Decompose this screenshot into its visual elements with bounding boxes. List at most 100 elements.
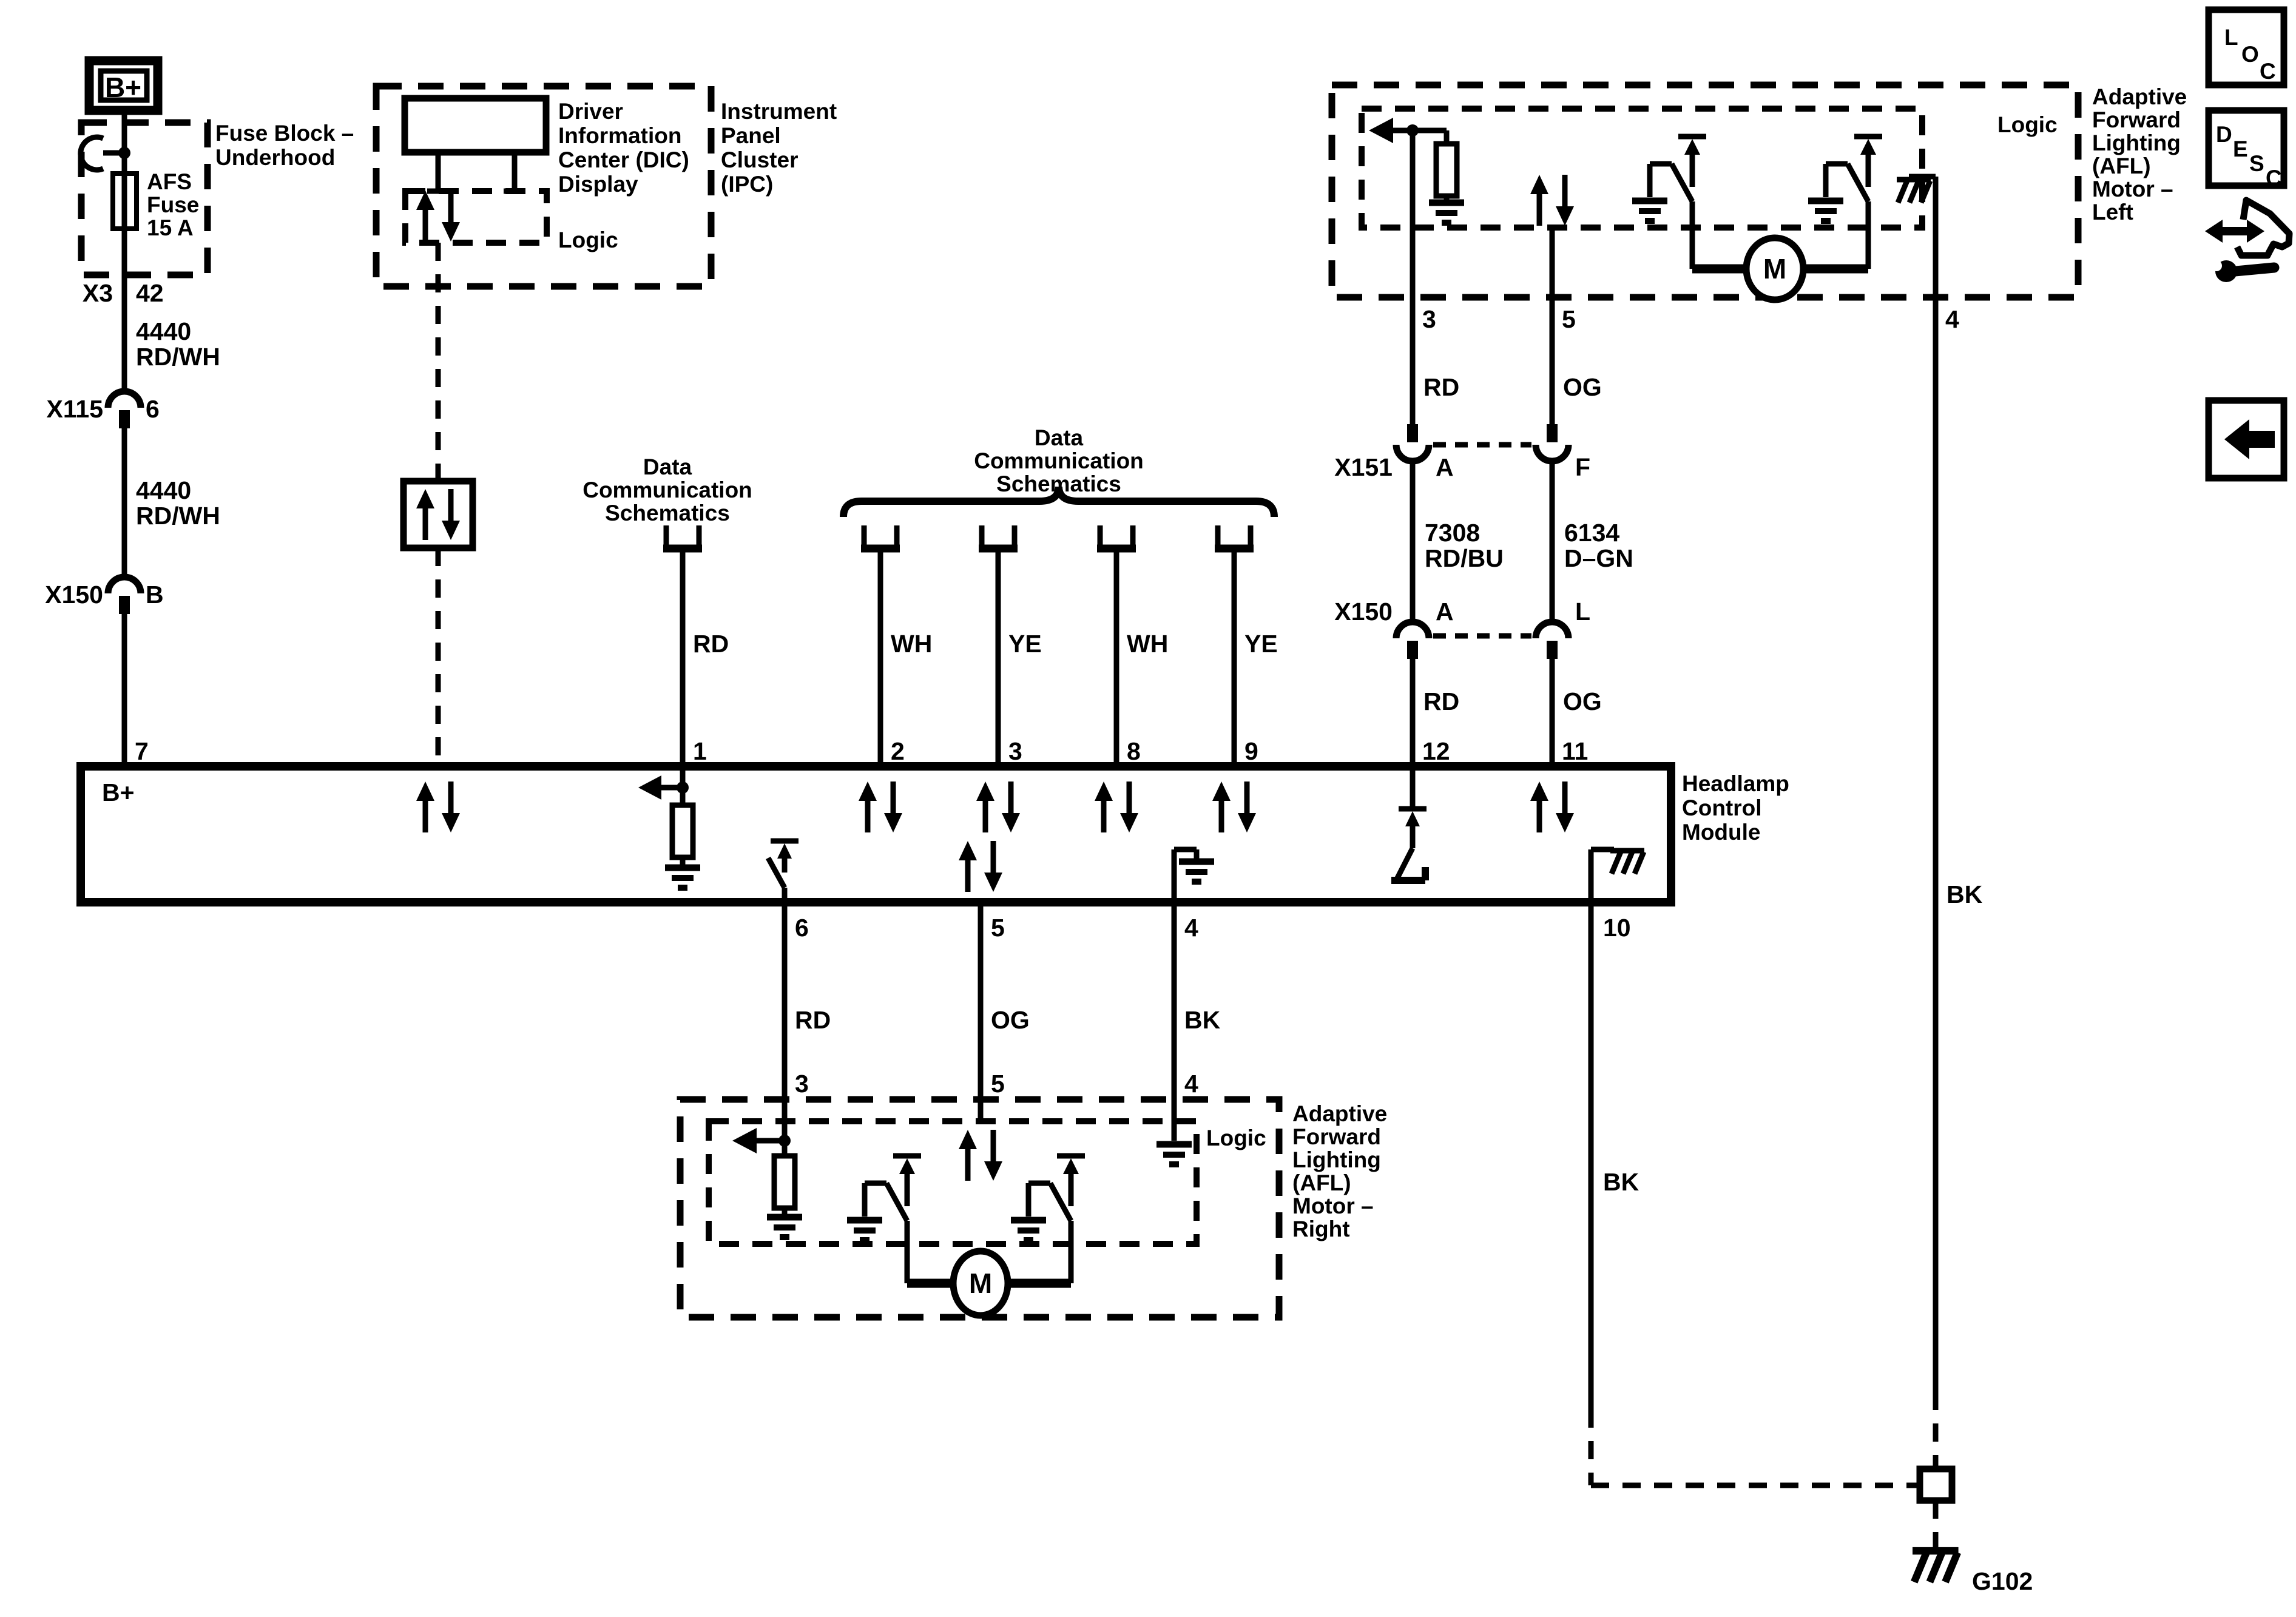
- afl-right-logic-label: Logic: [1206, 1126, 1266, 1150]
- afl-left-name-4: (AFL): [2092, 154, 2151, 178]
- wire-color: OG: [991, 1006, 1030, 1034]
- updown-arrows-icon: [1530, 781, 1574, 832]
- fuse-block-name-1: Fuse Block –: [215, 121, 354, 146]
- wire-color: RD/WH: [136, 502, 220, 530]
- wire-color: RD/WH: [136, 343, 220, 371]
- fuse-icon: [110, 171, 139, 231]
- updown-arrows-icon: [416, 489, 460, 540]
- datacomm-title-1: Data: [1035, 425, 1084, 450]
- module-pin-9: 9: [1244, 737, 1258, 765]
- connector-x115-pin: 6: [146, 395, 160, 423]
- updown-arrows-icon: [959, 1130, 1002, 1181]
- wire-color: RD: [1423, 373, 1459, 401]
- back-button-box[interactable]: [2205, 397, 2288, 482]
- inline-connector-x150-icon: [1536, 622, 1568, 659]
- afl-left-logic-label: Logic: [1997, 112, 2058, 137]
- ipc-label-4: (IPC): [721, 172, 773, 197]
- ipc-box: [373, 83, 715, 290]
- connector-x115-label: X115: [47, 395, 104, 423]
- chassis-ground-icon: [1610, 851, 1644, 874]
- driver-switch-icon: [1808, 137, 1882, 221]
- module-pin-6: 6: [795, 914, 809, 942]
- desc-button[interactable]: D E S C: [2205, 107, 2288, 191]
- fuse-terminal-id: 42: [136, 279, 164, 307]
- ipc-label-3: Cluster: [721, 147, 798, 172]
- offpage-connector-icon: [663, 525, 702, 549]
- connector-x150-label: X150: [45, 581, 103, 609]
- brace-icon: [840, 486, 1278, 518]
- module-pin-2: 2: [891, 737, 905, 765]
- loc-letter-l: L: [2224, 25, 2238, 50]
- driver-switch-icon: [847, 1156, 921, 1240]
- junction-dot: [118, 147, 130, 159]
- instrument-panel-cluster: Driver Information Center (DIC) Display …: [373, 83, 837, 290]
- wrench-jaw-notch: [2211, 260, 2222, 271]
- ground-icon: [665, 868, 700, 888]
- chassis-ground-icon: [1897, 180, 1931, 203]
- ground-icon: [1429, 203, 1464, 223]
- wire-color: RD/BU: [1425, 544, 1504, 572]
- circuit-number: 4440: [136, 476, 191, 504]
- module-pin-11: 11: [1562, 737, 1588, 765]
- motor-icon: [1743, 234, 1807, 303]
- hand-icon: [2234, 197, 2293, 259]
- module-pin-3: 3: [1008, 737, 1022, 765]
- wire-color: OG: [1563, 687, 1602, 715]
- output-switch-pin6: [766, 838, 799, 902]
- datacomm-single: Data Communication Schematics RD: [582, 454, 752, 766]
- circuit-number: 4440: [136, 317, 191, 345]
- wire-color: YE: [1008, 630, 1042, 658]
- module-name-2: Control: [1682, 795, 1762, 820]
- loc-button-box[interactable]: [2205, 6, 2288, 89]
- b-plus-label: B+: [105, 72, 141, 103]
- datacomm-title-3: Schematics: [605, 501, 730, 525]
- wire-color: WH: [1127, 630, 1168, 658]
- module-b-plus: B+: [102, 778, 135, 806]
- module-name-1: Headlamp: [1682, 771, 1789, 796]
- wire-color: BK: [1184, 1006, 1221, 1034]
- fuse-block-name-2: Underhood: [215, 145, 335, 170]
- ipc-logic-box: [402, 188, 550, 246]
- back-button[interactable]: [2205, 397, 2288, 482]
- inline-connector-x151-icon: [1536, 424, 1568, 461]
- fuse-type: Fuse: [147, 192, 199, 217]
- updown-arrows-icon: [1212, 781, 1256, 832]
- loc-button[interactable]: L O C: [2205, 6, 2288, 89]
- wrench-handle-icon: [2224, 262, 2280, 277]
- wire-color: BK: [1947, 880, 1983, 908]
- double-arrow-left-head: [2205, 220, 2223, 243]
- offpage-connector-icon: [1097, 525, 1136, 549]
- wire-color: D–GN: [1564, 544, 1633, 572]
- bottom-wire-chain: RD OG BK 3 5 4: [782, 902, 1221, 1141]
- resistor-icon: [672, 805, 693, 857]
- afl-left-logic-box: [1359, 106, 1925, 231]
- ground-icon: [1156, 1144, 1192, 1164]
- dic-label-4: Display: [558, 172, 638, 197]
- afl-left-box: [1328, 81, 2082, 301]
- ground-pin4: [1171, 846, 1214, 902]
- module-pin-5b: 5: [991, 914, 1005, 942]
- desc-letter-d: D: [2216, 122, 2232, 147]
- wire-color: BK: [1603, 1168, 1639, 1196]
- loc-letter-o: O: [2241, 42, 2259, 67]
- adjust-service-button[interactable]: [2205, 197, 2293, 282]
- afl-right-name-6: Right: [1292, 1217, 1350, 1241]
- offpage-connector-icon: [861, 525, 900, 549]
- chassis-ground-pin10: [1588, 846, 1644, 902]
- junction-dot: [677, 781, 689, 794]
- connector-pin: F: [1575, 453, 1590, 481]
- inline-connector-x115-icon: [108, 391, 141, 428]
- left-arrow-icon: [1369, 118, 1393, 143]
- desc-button-box[interactable]: [2205, 107, 2288, 189]
- back-arrow-icon: [2224, 419, 2275, 459]
- afl-left-name-1: Adaptive: [2092, 84, 2187, 109]
- wire-color: RD: [1423, 687, 1459, 715]
- afl-left-pin5: 5: [1562, 305, 1576, 333]
- updown-arrows-icon: [1095, 781, 1138, 832]
- datacomm-title-2: Communication: [582, 478, 752, 502]
- offpage-connector-icon: [1215, 525, 1254, 549]
- connector-x151-label: X151: [1334, 453, 1393, 481]
- connector-pin: L: [1575, 598, 1590, 626]
